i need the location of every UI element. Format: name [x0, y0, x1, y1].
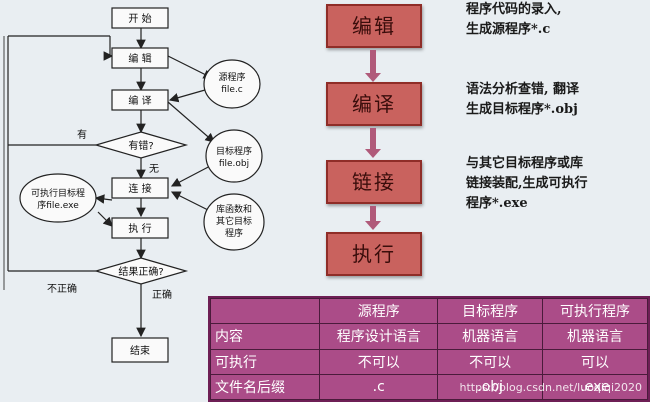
arrow-down-icon	[365, 50, 381, 82]
table-row: 可执行 不可以 不可以 可以	[209, 348, 648, 375]
table-header: 可执行程序	[542, 297, 648, 325]
table-cell: 文件名后缀	[209, 373, 321, 401]
table-cell: 不可以	[437, 348, 544, 375]
table-row: 内容 程序设计语言 机器语言 机器语言	[209, 323, 648, 350]
arrow-down-icon	[365, 128, 381, 158]
arrow-down-icon	[365, 206, 381, 230]
incorrect-label: 不正确	[47, 282, 77, 295]
link-description-line: 与其它目标程序或库	[466, 156, 584, 171]
link-description-line: 链接装配,生成可执行	[466, 176, 588, 191]
object-file-label-1: 目标程序	[216, 145, 252, 157]
run-box	[111, 217, 169, 239]
stage-link: 链接	[326, 160, 422, 204]
table-cell: 机器语言	[542, 323, 648, 350]
table-cell: 内容	[209, 323, 321, 350]
result-question-label: 结果正确?	[118, 265, 163, 278]
source-file-node	[203, 59, 261, 109]
result-decision	[93, 257, 189, 285]
table-cell: 机器语言	[437, 323, 544, 350]
compile-description: 语法分析查错, 翻译 生成目标程序*.obj	[466, 80, 646, 120]
compile-label: 编 译	[128, 94, 151, 107]
compile-description-line: 语法分析查错, 翻译	[466, 82, 580, 97]
compile-box	[111, 89, 169, 111]
end-label: 结束	[130, 344, 150, 357]
link-box	[111, 177, 169, 199]
library-node	[203, 193, 265, 251]
table-header-row: 源程序 目标程序 可执行程序	[209, 297, 648, 325]
exe-file-label-2: 序file.exe	[37, 199, 79, 211]
stage-compile: 编译	[326, 82, 422, 126]
table-row: 文件名后缀 .c .obj .exe	[209, 373, 648, 401]
error-question-label: 有错?	[128, 139, 153, 152]
link-description: 与其它目标程序或库 链接装配,生成可执行 程序*.exe	[466, 154, 646, 214]
table-cell: 可执行	[209, 348, 321, 375]
library-label-3: 程序	[225, 227, 243, 239]
table-header	[209, 297, 321, 325]
no-label: 无	[149, 164, 159, 175]
link-label: 连 接	[128, 182, 151, 195]
edit-description: 程序代码的录入, 生成源程序*.c	[466, 0, 646, 40]
edit-box	[111, 47, 169, 69]
watermark: https://blog.csdn.net/luoqiqi2020	[459, 381, 643, 394]
exe-file-label-1: 可执行目标程	[31, 187, 85, 199]
stage-run: 执行	[326, 232, 422, 276]
source-file-label-2: file.c	[221, 85, 243, 95]
stage-edit: 编辑	[326, 4, 422, 48]
file-type-table: 源程序 目标程序 可执行程序 内容 程序设计语言 机器语言 机器语言 可执行 不…	[208, 296, 650, 402]
object-file-node	[205, 129, 263, 183]
edit-description-line: 生成源程序*.c	[466, 22, 551, 37]
correct-label: 正确	[152, 288, 172, 301]
end-box	[111, 337, 169, 363]
table-cell: .exe	[542, 373, 648, 401]
object-file-label-2: file.obj	[219, 159, 249, 169]
table-header: 目标程序	[437, 297, 544, 325]
exe-file-node	[19, 173, 97, 223]
link-description-line: 程序*.exe	[466, 196, 528, 211]
table-cell: .obj	[437, 373, 544, 401]
table-cell: 程序设计语言	[319, 323, 439, 350]
start-box	[111, 7, 169, 29]
run-label: 执 行	[128, 222, 151, 235]
edit-description-line: 程序代码的录入,	[466, 2, 562, 17]
error-decision	[93, 131, 189, 159]
source-file-label-1: 源程序	[218, 71, 245, 83]
table-cell: 可以	[542, 348, 648, 375]
table-cell: 不可以	[319, 348, 439, 375]
library-label-2: 其它目标	[216, 215, 252, 227]
compile-description-line: 生成目标程序*.obj	[466, 102, 578, 117]
edit-label: 编 辑	[128, 52, 151, 65]
yes-label: 有	[77, 128, 87, 141]
library-label-1: 库函数和	[216, 203, 252, 215]
table-cell: .c	[319, 373, 439, 401]
start-label: 开 始	[128, 12, 151, 25]
table-header: 源程序	[319, 297, 439, 325]
